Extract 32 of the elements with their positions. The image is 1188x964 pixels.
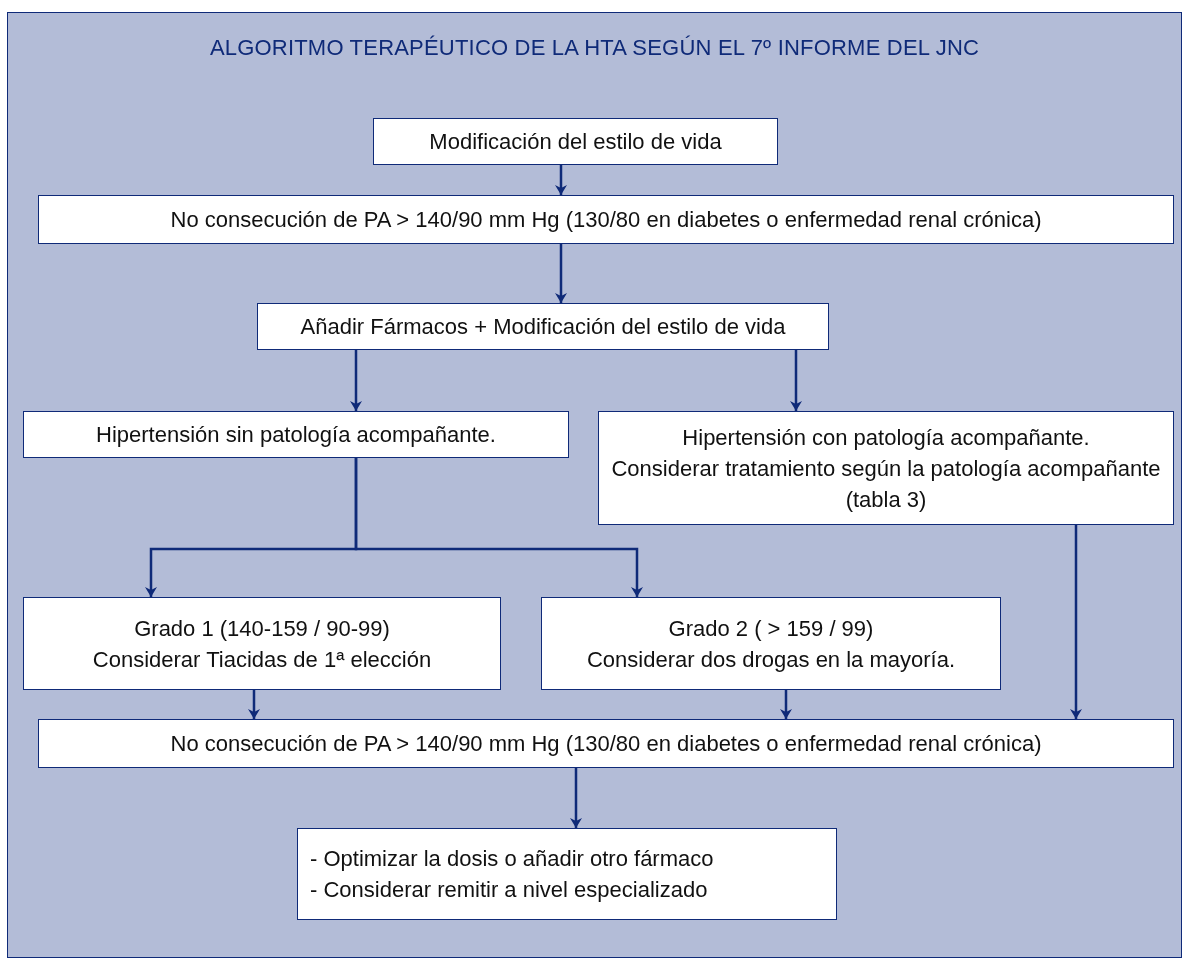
process-box	[23, 597, 501, 690]
node-text: Modificación del estilo de vida	[429, 128, 722, 156]
node-text: Hipertensión sin patología acompañante.	[96, 421, 496, 449]
arrow	[555, 165, 567, 195]
process-box	[373, 118, 778, 165]
node-text: - Optimizar la dosis o añadir otro fármaco	[310, 845, 714, 873]
node-text: Considerar tratamiento según la patología acompañante (tabla 3)	[611, 454, 1161, 514]
process-box	[38, 719, 1174, 768]
arrow	[555, 244, 567, 303]
node-text: Añadir Fármacos + Modificación del estilo de vida	[300, 313, 786, 341]
arrow	[780, 690, 792, 719]
process-box	[38, 195, 1174, 244]
node-text: No consecución de PA > 140/90 mm Hg (130/80 en diabetes o enfermedad renal crónica)	[170, 206, 1042, 234]
arrow	[570, 768, 582, 828]
diagram-title: ALGORITMO TERAPÉUTICO DE LA HTA SEGÚN EL 7º INFORME DEL JNC	[208, 35, 981, 61]
node-text: Considerar dos drogas en la mayoría.	[586, 645, 956, 674]
process-box	[598, 411, 1174, 525]
node-text: Grado 2 ( > 159 / 99)	[668, 614, 874, 643]
process-box	[23, 411, 569, 458]
node-text: Considerar Tiacidas de 1ª elección	[92, 645, 432, 674]
arrow	[354, 458, 643, 597]
arrow	[790, 350, 802, 411]
arrow	[248, 690, 260, 719]
arrow	[350, 350, 362, 411]
process-box	[297, 828, 837, 920]
process-box	[541, 597, 1001, 690]
process-box	[257, 303, 829, 350]
arrow	[1070, 525, 1082, 719]
node-text: - Considerar remitir a nivel especializado	[310, 876, 708, 904]
node-text: Hipertensión con patología acompañante.	[682, 423, 1090, 452]
node-text: Grado 1 (140-159 / 90-99)	[134, 614, 390, 643]
node-text: No consecución de PA > 140/90 mm Hg (130/80 en diabetes o enfermedad renal crónica)	[170, 730, 1042, 758]
